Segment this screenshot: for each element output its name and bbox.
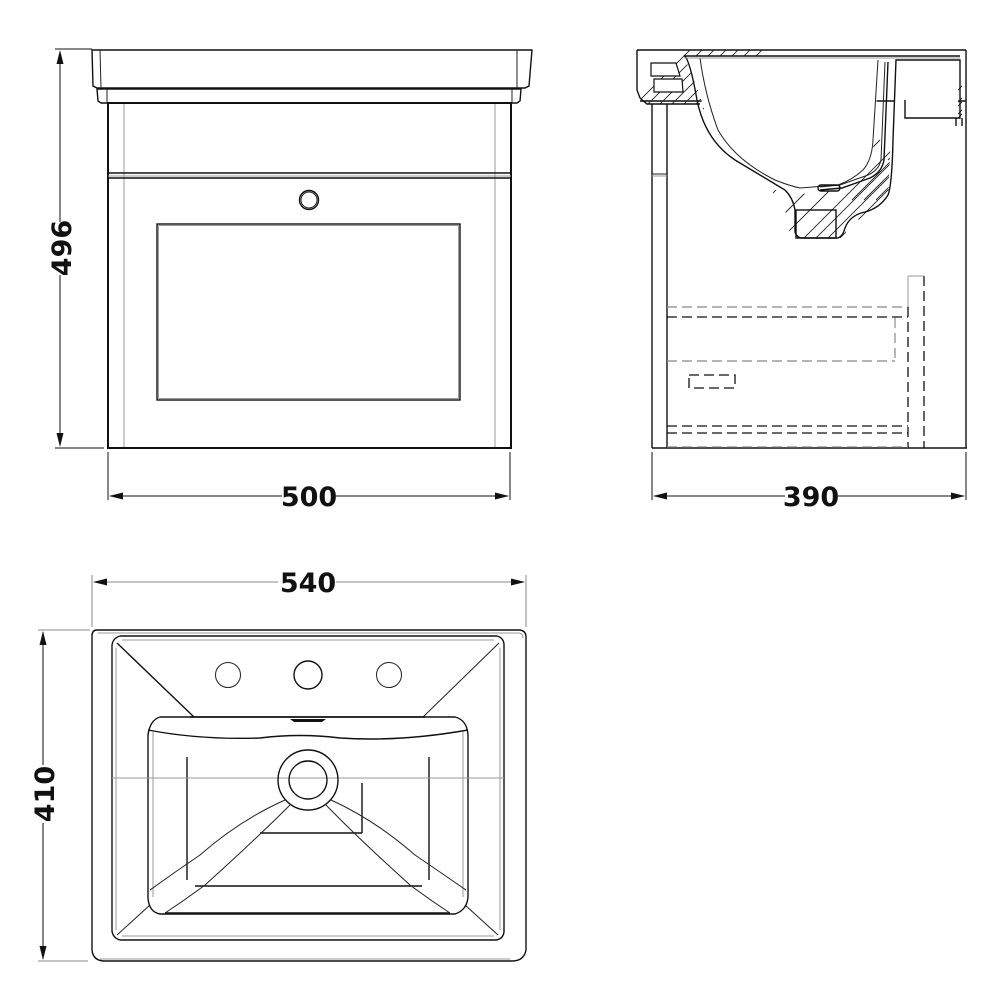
dimension-depth-390: 390 xyxy=(783,482,839,513)
drawer-panel xyxy=(156,223,461,401)
dimension-basin-depth-410: 410 xyxy=(30,766,61,822)
basin-bowl-plan xyxy=(147,716,469,915)
side-section-view: 390 xyxy=(636,49,967,513)
drawer-handle-icon xyxy=(298,189,320,211)
dimension-width-500: 500 xyxy=(281,482,337,513)
basin-top-front xyxy=(91,49,533,89)
top-plan-view: 540 410 xyxy=(30,568,527,962)
basin-lip-front xyxy=(96,88,522,104)
cabinet-body-front xyxy=(107,102,512,449)
dimension-basin-width-540: 540 xyxy=(280,568,336,599)
front-elevation-view: 496 500 xyxy=(47,48,533,513)
tap-hole-left xyxy=(215,662,241,688)
dimension-height-496: 496 xyxy=(47,220,78,276)
hidden-handle-fixing xyxy=(688,374,736,389)
basin-outline-plan xyxy=(91,629,527,962)
tap-hole-right xyxy=(376,662,402,688)
tap-hole-center xyxy=(293,660,323,690)
waste-outlet-plan xyxy=(277,749,339,811)
